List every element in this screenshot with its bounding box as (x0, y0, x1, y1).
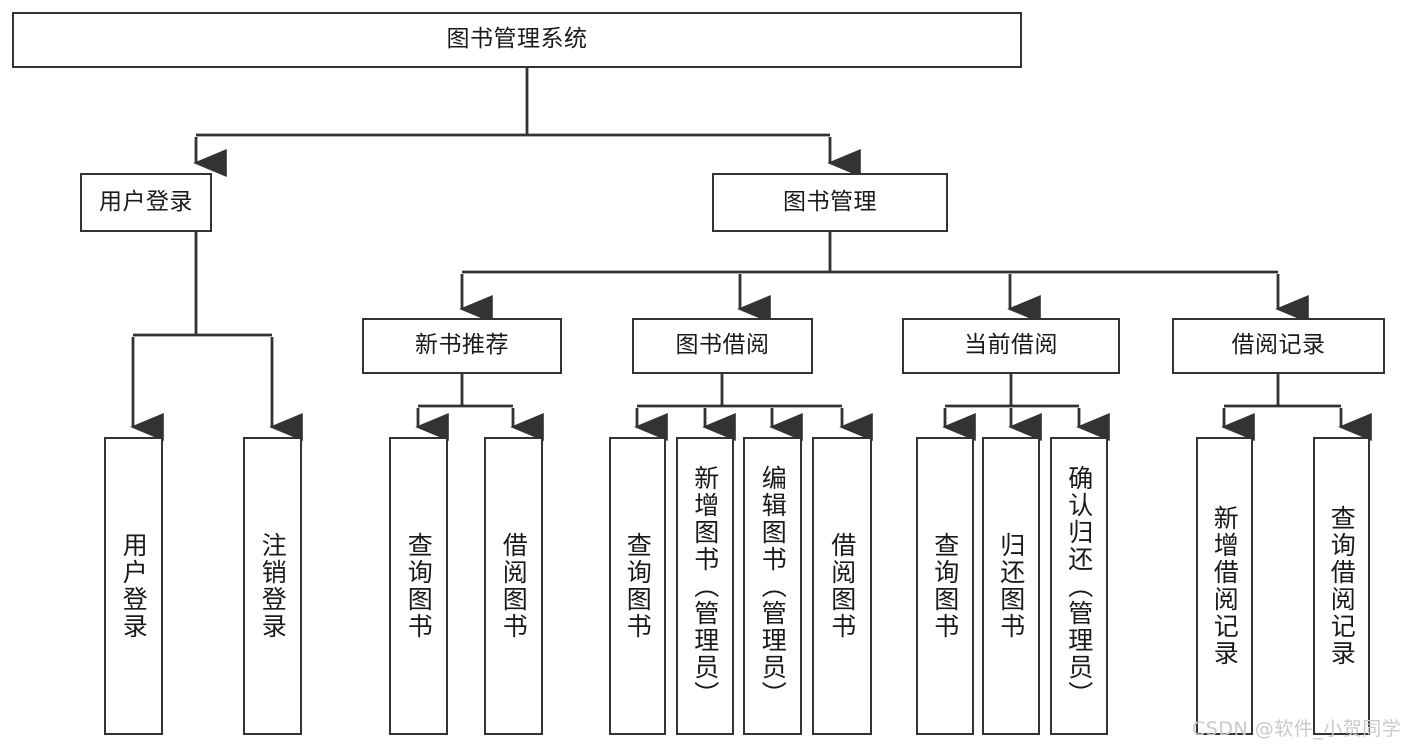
leaf-query-book-borrow-label: 查询图书 (623, 532, 653, 640)
leaf-edit-book-admin[interactable]: 编辑图书（管理员） (743, 437, 802, 735)
csdn-watermark: CSDN @软件_小贺同学 (1192, 718, 1402, 740)
leaf-query-book-current-label: 查询图书 (930, 532, 960, 640)
leaf-add-borrow-record[interactable]: 新增借阅记录 (1196, 437, 1253, 735)
node-borrow-record-label: 借阅记录 (1231, 332, 1326, 359)
node-root-label: 图书管理系统 (446, 26, 588, 53)
leaf-query-borrow-record[interactable]: 查询借阅记录 (1313, 437, 1370, 735)
node-new-book-recommend-label: 新书推荐 (415, 332, 509, 359)
leaf-borrow-book-recommend-label: 借阅图书 (499, 532, 529, 640)
leaf-query-book-current[interactable]: 查询图书 (916, 437, 974, 735)
leaf-query-book-recommend[interactable]: 查询图书 (389, 437, 448, 735)
leaf-return-book-label: 归还图书 (996, 532, 1026, 640)
leaf-add-book-admin-label: 新增图书（管理员） (690, 464, 720, 708)
leaf-borrow-book-label: 借阅图书 (827, 532, 857, 640)
node-current-borrow-label: 当前借阅 (964, 332, 1058, 359)
node-new-book-recommend[interactable]: 新书推荐 (362, 318, 562, 374)
node-book-borrow-label: 图书借阅 (675, 332, 770, 359)
node-user-login[interactable]: 用户登录 (80, 173, 212, 232)
node-book-management[interactable]: 图书管理 (712, 173, 948, 232)
node-current-borrow[interactable]: 当前借阅 (902, 318, 1120, 374)
leaf-add-borrow-record-label: 新增借阅记录 (1210, 505, 1240, 667)
node-user-login-label: 用户登录 (99, 188, 193, 215)
leaf-return-book[interactable]: 归还图书 (982, 437, 1040, 735)
node-borrow-record[interactable]: 借阅记录 (1172, 318, 1385, 374)
leaf-user-logout-label: 注销登录 (258, 532, 288, 640)
leaf-borrow-book[interactable]: 借阅图书 (812, 437, 872, 735)
leaf-borrow-book-recommend[interactable]: 借阅图书 (484, 437, 543, 735)
node-book-management-label: 图书管理 (783, 188, 877, 215)
node-root[interactable]: 图书管理系统 (12, 12, 1022, 68)
leaf-query-borrow-record-label: 查询借阅记录 (1327, 505, 1357, 667)
leaf-user-login[interactable]: 用户登录 (104, 437, 163, 735)
leaf-edit-book-admin-label: 编辑图书（管理员） (758, 464, 788, 708)
leaf-confirm-return-admin[interactable]: 确认归还（管理员） (1050, 437, 1108, 735)
leaf-query-book-recommend-label: 查询图书 (404, 532, 434, 640)
leaf-user-login-label: 用户登录 (119, 532, 149, 640)
leaf-confirm-return-admin-label: 确认归还（管理员） (1064, 464, 1094, 708)
node-book-borrow[interactable]: 图书借阅 (632, 318, 813, 374)
leaf-query-book-borrow[interactable]: 查询图书 (609, 437, 666, 735)
leaf-add-book-admin[interactable]: 新增图书（管理员） (676, 437, 734, 735)
leaf-user-logout[interactable]: 注销登录 (243, 437, 302, 735)
